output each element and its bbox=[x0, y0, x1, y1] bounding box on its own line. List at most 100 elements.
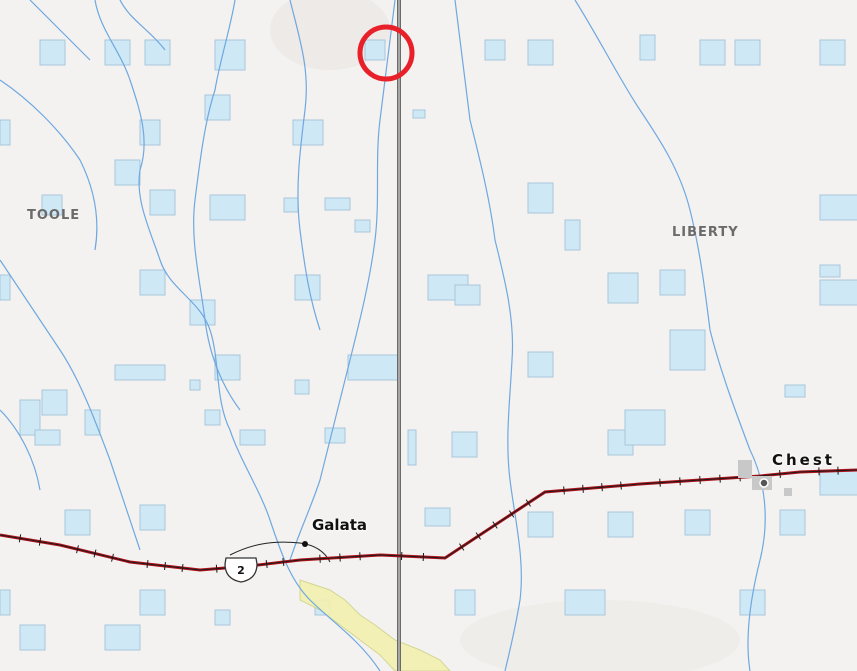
state-land-parcel bbox=[139, 589, 166, 616]
state-land-parcel bbox=[41, 389, 68, 416]
state-land-parcel bbox=[784, 384, 806, 398]
state-land-parcel bbox=[114, 364, 166, 381]
state-land-parcel bbox=[734, 39, 761, 66]
state-land-parcel bbox=[324, 197, 351, 211]
state-land-parcel bbox=[139, 119, 161, 146]
railroad-tick bbox=[215, 564, 218, 573]
railroad-tick bbox=[76, 545, 79, 554]
state-land-parcel bbox=[139, 269, 166, 296]
state-land-parcel bbox=[34, 429, 61, 446]
state-land-parcel bbox=[214, 39, 246, 71]
state-land-parcel bbox=[607, 511, 634, 538]
state-land-parcel bbox=[19, 624, 46, 651]
state-land-parcel bbox=[451, 431, 478, 458]
state-land-parcel bbox=[84, 409, 101, 436]
town-dot-icon[interactable] bbox=[759, 478, 769, 488]
state-land-parcel bbox=[527, 182, 554, 214]
state-land-parcel bbox=[527, 39, 554, 66]
route-shield-number: 2 bbox=[237, 564, 245, 577]
river bbox=[289, 0, 321, 331]
state-land-parcel bbox=[139, 504, 166, 531]
state-land-parcel bbox=[424, 507, 451, 527]
state-land-parcel bbox=[0, 119, 11, 146]
state-land-parcel bbox=[527, 351, 554, 378]
river bbox=[29, 0, 91, 61]
railroad-tick bbox=[620, 481, 622, 490]
river bbox=[0, 79, 98, 251]
state-land-parcel bbox=[41, 194, 63, 216]
state-land-parcel bbox=[189, 379, 201, 391]
railroad-ticks bbox=[18, 466, 839, 573]
river bbox=[289, 0, 396, 561]
state-land-parcel bbox=[624, 409, 666, 446]
river bbox=[0, 409, 41, 491]
state-land-parcel bbox=[819, 194, 857, 221]
state-land-parcel bbox=[454, 284, 481, 306]
state-land-parcel bbox=[347, 354, 399, 381]
state-land-parcel bbox=[292, 119, 324, 146]
state-land-parcel bbox=[454, 589, 476, 616]
state-land-parcel bbox=[283, 197, 299, 213]
state-land-parcel bbox=[64, 509, 91, 536]
town-dot-icon[interactable] bbox=[302, 541, 308, 547]
railroad-tick bbox=[18, 534, 22, 543]
railroad-tick bbox=[509, 510, 515, 518]
railroad-tick bbox=[181, 563, 184, 573]
railroad-tick bbox=[265, 559, 268, 569]
railroad-tick bbox=[111, 553, 114, 562]
railroad-tick bbox=[475, 532, 481, 540]
river bbox=[94, 0, 381, 671]
state-land-parcel bbox=[114, 159, 141, 186]
railroad-tick bbox=[93, 549, 97, 558]
state-land-parcel bbox=[324, 427, 346, 444]
terrain-shading bbox=[460, 600, 740, 671]
railroad-tick bbox=[492, 521, 498, 529]
state-land-parcel bbox=[104, 624, 141, 651]
river bbox=[193, 0, 241, 411]
railroad-tick bbox=[459, 543, 465, 551]
state-land-parcel bbox=[204, 409, 221, 426]
state-land-parcel bbox=[607, 272, 639, 304]
state-land-parcel bbox=[214, 609, 231, 626]
state-land-parcel bbox=[364, 39, 386, 61]
state-land-parcel bbox=[564, 219, 581, 251]
state-land-parcel bbox=[144, 39, 171, 66]
state-land-parcels bbox=[0, 34, 857, 651]
state-land-parcel bbox=[819, 39, 846, 66]
state-land-parcel bbox=[564, 589, 606, 616]
town-area bbox=[784, 488, 792, 496]
state-land-parcel bbox=[0, 589, 11, 616]
railroad-tick bbox=[779, 469, 781, 479]
state-land-parcel bbox=[684, 509, 711, 536]
river bbox=[0, 259, 141, 551]
state-land-parcel bbox=[699, 39, 726, 66]
town-label-galata[interactable]: Galata bbox=[312, 516, 367, 534]
red-ring-icon[interactable] bbox=[357, 24, 415, 82]
state-land-parcel bbox=[407, 429, 417, 466]
state-land-parcel bbox=[294, 379, 310, 395]
railroad-tick bbox=[679, 477, 681, 486]
state-land-parcel bbox=[214, 354, 241, 381]
state-land-parcel bbox=[527, 511, 554, 538]
state-land-parcel bbox=[819, 279, 857, 306]
state-land-parcel bbox=[354, 219, 371, 233]
state-land-parcel bbox=[239, 429, 266, 446]
state-land-parcel bbox=[412, 109, 426, 119]
county-label-liberty: LIBERTY bbox=[672, 225, 739, 240]
state-land-parcel bbox=[639, 34, 656, 61]
railroad-tick bbox=[719, 474, 721, 483]
railroad-tick bbox=[146, 559, 149, 569]
railroad-tick bbox=[38, 537, 42, 546]
railroad-tick bbox=[659, 478, 661, 487]
state-land-parcel bbox=[149, 189, 176, 216]
town-label-chester[interactable]: Chest bbox=[772, 451, 835, 469]
river bbox=[119, 0, 166, 51]
state-land-parcel bbox=[0, 274, 11, 301]
river bbox=[574, 0, 766, 671]
rivers bbox=[0, 0, 766, 671]
state-land-parcel bbox=[39, 39, 66, 66]
railroad-loop bbox=[229, 541, 331, 563]
state-land-parcel bbox=[779, 509, 806, 536]
